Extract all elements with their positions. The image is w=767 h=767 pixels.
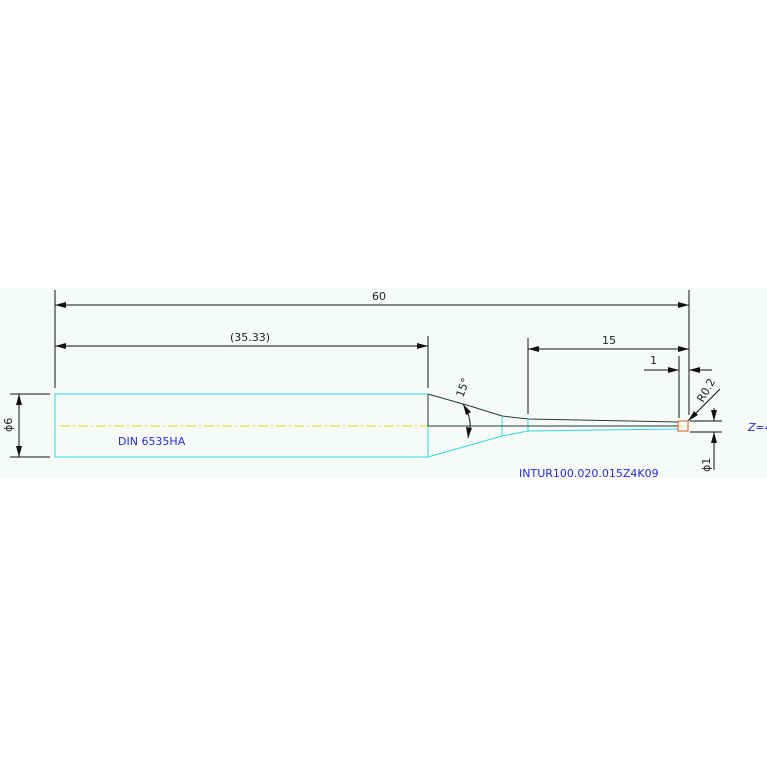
overall-length-label: 60 <box>372 290 386 303</box>
tip-length-dimension: 1 <box>644 354 712 418</box>
neck-length-label: 15 <box>602 334 616 347</box>
shank-length-dimension: (35.33) <box>55 331 429 388</box>
drawing-area <box>0 288 767 478</box>
shank-diameter-label: ϕ6 <box>2 418 15 432</box>
neck-length-dimension: 15 <box>527 334 689 414</box>
tip-diameter-label: ϕ1 <box>700 458 713 472</box>
taper-angle-dimension: 15° <box>454 376 473 439</box>
shank-diameter-dimension: ϕ6 <box>2 393 50 458</box>
tip-length-label: 1 <box>650 354 657 367</box>
overall-length-dimension: 60 <box>54 290 690 415</box>
cutting-tip <box>677 420 689 432</box>
part-number-note: INTUR100.020.015Z4K09 <box>519 467 659 480</box>
corner-radius-label: R0.2 <box>694 376 718 404</box>
flutes-note: Z=4 <box>747 421 767 434</box>
standard-note: DIN 6535HA <box>118 435 186 448</box>
lower-taper-outline <box>427 428 679 458</box>
shank-length-label: (35.33) <box>230 331 270 344</box>
tip-diameter-dimension: ϕ1 <box>690 408 722 472</box>
taper-angle-label: 15° <box>454 376 473 399</box>
